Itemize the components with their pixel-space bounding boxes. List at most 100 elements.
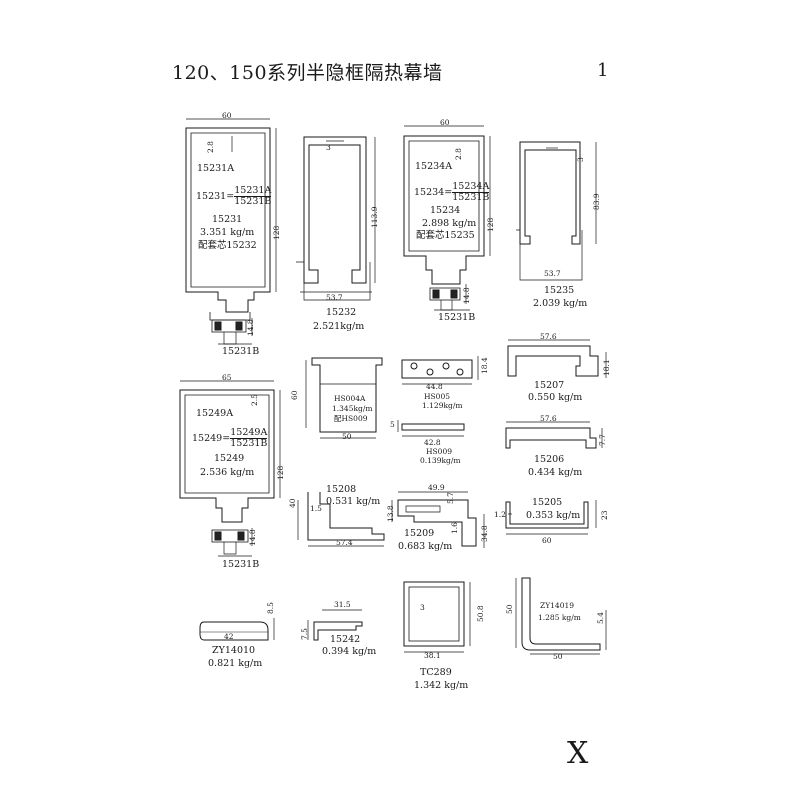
profile-15232-height: 113.9 [370,206,379,228]
profile-hs004-drawing [305,357,383,439]
profile-15231-core: 配套芯15232 [198,240,257,251]
profile-15249-eq-top: 15249A [230,427,268,439]
profile-15231-code-b: 15231B [222,346,260,357]
profile-15235-drawing [516,141,597,281]
profile-tc289-drawing [403,581,471,653]
profile-zy14010-drawing [199,618,275,641]
profile-zy14019-width: 50 [553,652,563,661]
profile-15231-width: 60 [222,111,232,120]
profile-15242-height: 7.5 [300,628,309,640]
profile-15249-drawing [179,380,281,557]
profile-15242-width: 31.5 [334,600,351,609]
profile-hs009-weight: 0.139kg/m [420,456,461,465]
profile-15249-height: 128 [276,465,285,480]
profile-zy14019-drawing [515,577,607,655]
profile-15249-wall: 2.5 [250,394,259,406]
profile-15209-wall: 1.6 [450,522,459,534]
profile-15231-eq-bottom: 15231B [234,196,272,207]
profile-15209-weight: 0.683 kg/m [398,541,453,552]
profile-15242-code: 15242 [330,634,361,645]
profile-15249-eq-bottom: 15231B [230,438,268,449]
profile-15234-eq-left: 15234= [414,187,453,198]
profile-15231-eq-left: 15231= [196,191,235,202]
profile-15231-wall: 2.8 [206,141,215,153]
profile-15234-drawing [403,125,491,311]
profile-15235-wall: 3 [576,157,585,162]
profile-15205-weight: 0.353 kg/m [526,510,581,521]
profile-zy14019-weight: 1.285 kg/m [538,613,581,622]
profile-15208-height: 40 [288,498,297,508]
profile-15234-height: 128 [486,217,495,232]
profile-15249-weight: 2.536 kg/m [200,467,255,478]
profile-hs004-weight: 1.345kg/m [332,404,373,413]
profile-15232-drawing [296,136,376,301]
profile-15249-eq-left: 15249= [192,433,231,444]
profile-15249-code-a: 15249A [196,408,234,419]
profile-15206-drawing [505,421,603,449]
profile-15209-drawing [391,491,485,548]
profile-zy14019-wall: 5.4 [596,612,605,624]
profile-15235-width: 53.7 [544,269,561,278]
profile-zy14010-weight: 0.821 kg/m [208,658,263,669]
profile-15205-height: 23 [600,510,609,520]
profile-hs004-height: 60 [290,390,299,400]
profile-15231-drawing [185,118,277,345]
profile-15207-weight: 0.550 kg/m [528,392,583,403]
profile-15209-left: 13.8 [386,505,395,522]
profile-15206-code: 15206 [534,454,565,465]
profile-15232-code: 15232 [326,307,357,318]
profile-15207-code: 15207 [534,380,565,391]
profile-zy14019-height: 50 [505,604,514,614]
profile-hs009-code: HS009 [426,447,452,456]
profile-15249-code-b: 15231B [222,559,260,570]
profile-15206-width: 57.6 [540,414,557,423]
profile-tc289-wall: 3 [420,603,425,612]
profile-15232-wall: 3 [326,143,331,152]
profile-15208-weight: 0.531 kg/m [326,496,381,507]
profile-hs005-width: 44.8 [426,382,443,391]
profile-15242-weight: 0.394 kg/m [322,646,377,657]
profile-15234-foot: 14.8 [462,287,471,304]
profile-hs009-width: 42.8 [424,438,441,447]
profile-15242-drawing [307,609,363,641]
profile-15235-height: 83.9 [592,193,601,210]
profile-zy14010-code: ZY14010 [212,645,256,656]
profile-15205-drawing [505,500,597,535]
profile-15209-code: 15209 [404,528,435,539]
profile-hs005-weight: 1.129kg/m [422,401,463,410]
profile-15249-code: 15249 [214,453,245,464]
profile-tc289-weight: 1.342 kg/m [414,680,469,691]
profile-hs004-alt: 配HS009 [334,414,368,423]
profile-15207-width: 57.6 [540,332,557,341]
profile-hs005-code: HS005 [424,392,450,401]
profile-15231-height: 128 [272,225,281,240]
profile-15234-code-b: 15231B [438,312,476,323]
profile-15235-weight: 2.039 kg/m [533,298,588,309]
footer-mark: X [567,736,589,771]
profile-15207-drawing [507,339,607,378]
profile-tc289-width: 38.1 [424,651,441,660]
profile-15207-height: 18.1 [602,359,611,376]
profile-15209-inner: 5.7 [446,492,455,504]
profile-15234-weight: 2.898 kg/m [422,218,477,229]
profile-15234-width: 60 [440,118,450,127]
page-number: 1 [597,60,609,81]
profile-15205-lip: 1.2 [494,510,506,519]
profile-15205-code: 15205 [532,497,563,508]
profile-15206-height: 7.7 [598,434,607,446]
profile-hs005-height: 18.4 [480,357,489,374]
profile-15231-eq-top: 15231A [234,185,272,197]
profile-15209-height: 34.8 [480,525,489,542]
profile-hs009-drawing [397,420,465,437]
profile-15234-code-a: 15234A [415,161,453,172]
profile-15234-code: 15234 [430,205,461,216]
page-title: 120、150系列半隐框隔热幕墙 [172,62,443,84]
profile-15235-code: 15235 [544,285,575,296]
profile-zy14010-width: 42 [224,632,234,641]
profile-15206-weight: 0.434 kg/m [528,467,583,478]
profile-15205-width: 60 [542,536,552,545]
profile-15208-drawing [297,492,385,547]
